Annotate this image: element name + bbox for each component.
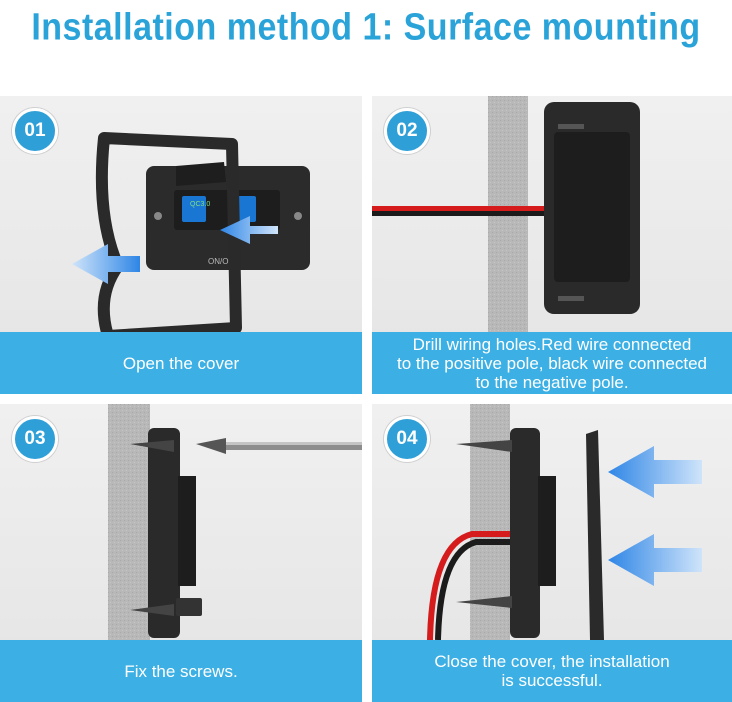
step-number-badge: 02 — [384, 108, 430, 154]
arrow-icon — [220, 216, 278, 244]
screwdriver-shaft — [226, 442, 362, 450]
screw — [130, 440, 174, 452]
close-cover-illustration — [427, 404, 702, 640]
cover — [586, 430, 604, 640]
red-wire — [427, 531, 522, 640]
step-panel-4: 04 Close the cover, the installation is … — [372, 404, 732, 702]
step-panel-2: 02 Drill wiring holes.Red wire connected… — [372, 96, 732, 394]
arrow-icon — [608, 446, 702, 498]
page-title: Installation method 1: Surface mounting — [31, 5, 701, 49]
screw-fixing-illustration — [108, 404, 362, 640]
caption-line: is successful. — [501, 671, 603, 690]
step-caption: Close the cover, the installation is suc… — [372, 640, 732, 702]
screw — [456, 440, 512, 452]
caption-line: to the positive pole, black wire connect… — [397, 353, 707, 373]
step-caption: Drill wiring holes.Red wire connected to… — [372, 332, 732, 394]
screw — [130, 604, 174, 616]
caption-line: Close the cover, the installation — [434, 652, 670, 671]
black-wire — [372, 211, 612, 216]
screw — [456, 596, 512, 608]
step-number-badge: 03 — [12, 416, 58, 462]
step-caption: Fix the screws. — [0, 640, 362, 702]
open-cover-illustration: ON/OFF QC3.0 — [72, 132, 310, 332]
black-wire — [435, 539, 522, 640]
step-panel-1: ON/OFF QC3.0 01 Open the cover — [0, 96, 362, 394]
arrow-icon — [608, 534, 702, 586]
step-number-badge: 01 — [12, 108, 58, 154]
caption-line: Drill wiring holes.Red wire connected — [412, 334, 692, 354]
step-panel-3: 03 Fix the screws. — [0, 404, 362, 702]
arrow-icon — [72, 244, 140, 284]
qc-label: QC3.0 — [190, 201, 210, 208]
caption-line: Open the cover — [122, 353, 240, 373]
screw — [558, 296, 584, 301]
step-caption: Open the cover — [0, 332, 362, 394]
wall — [108, 404, 150, 640]
red-wire — [372, 206, 612, 211]
step-number-badge: 04 — [384, 416, 430, 462]
screw — [558, 124, 584, 129]
socket-panel — [510, 428, 540, 638]
screwdriver-tip — [196, 438, 226, 454]
caption-line: to the negative pole. — [475, 372, 629, 392]
socket-panel — [148, 428, 180, 638]
wiring-illustration — [372, 96, 640, 332]
caption-line: Fix the screws. — [124, 661, 238, 681]
device-label: ON/OFF — [208, 257, 238, 266]
